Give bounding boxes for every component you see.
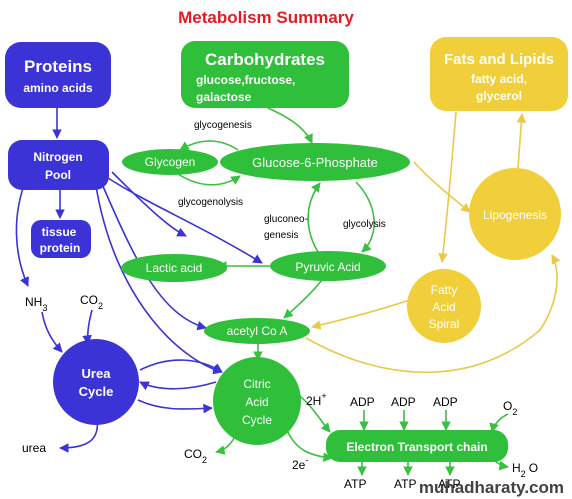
co2-top-label: CO2 <box>80 293 103 311</box>
citric-acid-cycle-line3: Cycle <box>242 413 272 427</box>
glucose-6-phosphate-label: Glucose-6-Phosphate <box>252 155 378 170</box>
arrow-glycolysis <box>355 181 375 253</box>
adp-label-1: ADP <box>350 395 375 409</box>
lactic-acid-label: Lactic acid <box>146 261 203 275</box>
adp-label-2: ADP <box>391 395 416 409</box>
tissue-protein-line1: tissue <box>42 225 77 239</box>
glucose-6-phosphate-node: Glucose-6-Phosphate <box>220 143 410 181</box>
co2-bottom-label: CO2 <box>184 447 207 465</box>
proteins-box: Proteins amino acids <box>5 42 111 108</box>
lipogenesis-label: Lipogenesis <box>483 208 547 222</box>
urea-label: urea <box>22 441 46 455</box>
arrow-fatty-acid-spiral-to-acetyl <box>311 297 417 330</box>
nitrogen-pool-line2: Pool <box>45 168 71 182</box>
acetyl-coa-node: acetyl Co A <box>204 318 310 344</box>
lipogenesis-node: Lipogenesis <box>469 168 561 260</box>
arrow-acetyl-to-lipogenesis <box>305 254 561 373</box>
arrow-nitrogen-pool-to-citric <box>95 185 223 375</box>
fats-lipids-box: Fats and Lipids fatty acid, glycerol <box>430 37 568 111</box>
urea-cycle-node: Urea Cycle <box>53 339 139 425</box>
nh3-label: NH3 <box>25 295 47 313</box>
electron-transport-chain-label: Electron Transport chain <box>346 440 487 454</box>
nitrogen-pool-box: Nitrogen Pool <box>8 140 109 190</box>
arrow-citric-to-urea <box>139 381 217 391</box>
gluconeogenesis-label-2: genesis <box>264 230 298 241</box>
urea-cycle-line1: Urea <box>82 366 112 381</box>
arrow-co2-to-urea-cycle <box>82 309 93 345</box>
citric-acid-cycle-line2: Acid <box>245 395 268 409</box>
citric-acid-cycle-line1: Citric <box>243 377 270 391</box>
arrow-lipogenesis-to-fats <box>516 113 527 169</box>
atp-label-3: ATP <box>438 477 460 491</box>
adp-label-3: ADP <box>433 395 458 409</box>
fats-lipids-title: Fats and Lipids <box>444 51 554 68</box>
pyruvic-acid-node: Pyruvic Acid <box>270 251 386 281</box>
arrow-nitrogen-pool-to-g6p-side <box>111 171 187 237</box>
tissue-protein-line2: protein <box>40 241 81 255</box>
citric-acid-cycle-node: Citric Acid Cycle <box>213 357 301 445</box>
arrow-glucose-to-lipogenesis <box>413 161 471 213</box>
arrow-gluconeogenesis <box>307 182 321 253</box>
arrow-citric-2e <box>285 427 333 462</box>
fatty-acid-spiral-node: Fatty Acid Spiral <box>407 269 481 343</box>
arrow-urea-to-citric-bottom <box>137 399 213 414</box>
glycogenesis-label: glycogenesis <box>194 120 252 131</box>
two-h-label: 2H+ <box>306 391 327 408</box>
urea-cycle-line2: Cycle <box>79 384 114 399</box>
arrow-o2-to-etc <box>489 413 509 433</box>
electron-transport-chain-node: Electron Transport chain <box>326 430 508 462</box>
proteins-title: Proteins <box>24 57 92 76</box>
arrow-urea-to-citric-top <box>139 359 223 373</box>
glycogenolysis-label: glycogenolysis <box>178 197 243 208</box>
fats-lipids-line1: fatty acid, <box>471 72 527 86</box>
lactic-acid-node: Lactic acid <box>121 254 227 282</box>
atp-label-2: ATP <box>394 477 416 491</box>
fats-lipids-line2: glycerol <box>476 89 522 103</box>
watermark: muhadharaty.com <box>419 478 564 497</box>
carbohydrates-box: Carbohydrates glucose,fructose, galactos… <box>181 41 349 108</box>
tissue-protein-box: tissue protein <box>31 220 91 258</box>
acetyl-coa-label: acetyl Co A <box>227 324 288 338</box>
fatty-acid-spiral-line2: Acid <box>432 300 455 314</box>
arrow-glycogenesis <box>179 140 239 151</box>
glycogen-node: Glycogen <box>122 149 218 175</box>
pyruvic-acid-label: Pyruvic Acid <box>295 260 360 274</box>
fatty-acid-spiral-line1: Fatty <box>431 283 458 297</box>
glycogen-label: Glycogen <box>145 155 196 169</box>
carbohydrates-line1: glucose,fructose, <box>196 73 295 87</box>
carb-arrows <box>177 107 509 476</box>
carbohydrates-title: Carbohydrates <box>205 50 325 69</box>
fat-arrows <box>305 111 561 373</box>
gluconeogenesis-label-1: gluconeo- <box>264 214 308 225</box>
arrow-nh3-to-urea-cycle <box>41 311 63 353</box>
atp-label-1: ATP <box>344 477 366 491</box>
arrow-pyruvic-to-acetyl <box>283 279 323 319</box>
proteins-subtitle: amino acids <box>23 81 93 95</box>
two-e-label: 2e- <box>292 455 308 472</box>
arrow-fats-to-fatty-acid-spiral <box>438 111 457 263</box>
carbohydrates-line2: galactose <box>196 90 252 104</box>
nitrogen-pool-line1: Nitrogen <box>33 150 82 164</box>
arrow-glycogenolysis <box>177 173 241 186</box>
fatty-acid-spiral-line3: Spiral <box>429 317 460 331</box>
arrow-carbohydrates-to-g6p <box>267 107 313 144</box>
diagram-title: Metabolism Summary <box>178 8 354 27</box>
o2-label: O2 <box>503 399 517 417</box>
arrow-nitrogen-pool-to-nh3 <box>15 179 29 287</box>
glycolysis-label: glycolysis <box>343 219 386 230</box>
arrow-nitrogen-pool-to-pyruvic <box>107 177 263 264</box>
